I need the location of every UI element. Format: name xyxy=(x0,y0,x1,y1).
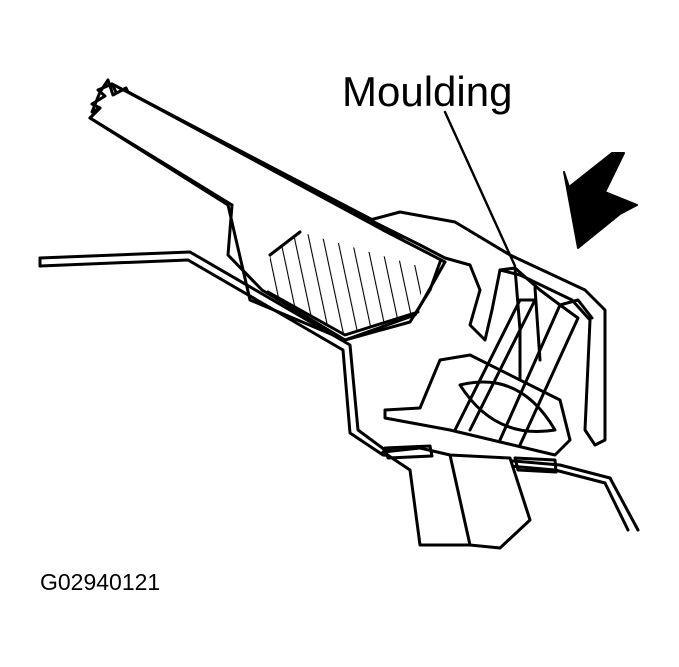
clip-tab-right xyxy=(513,456,558,474)
clip-prong-a xyxy=(453,298,537,432)
moulding-lip xyxy=(498,266,594,320)
tool-tip xyxy=(226,203,442,342)
callout-leader xyxy=(443,110,517,268)
figure-id: G02940121 xyxy=(40,569,160,595)
tool-edge-bottom xyxy=(88,116,234,207)
tool-edge-top xyxy=(110,82,394,232)
body-panel-inner xyxy=(38,258,630,532)
clip-tab-left xyxy=(383,444,434,460)
moulding-profile xyxy=(368,210,607,447)
clip-base xyxy=(381,446,532,550)
tool-broken-end xyxy=(88,82,114,120)
body-panel xyxy=(38,250,640,532)
clip-prong-b xyxy=(498,303,580,447)
tool-tip-hatched xyxy=(268,232,425,335)
tool-tip-outline xyxy=(266,230,420,337)
arrow-pointer-icon xyxy=(563,152,638,249)
callout-label: Moulding xyxy=(342,68,512,115)
